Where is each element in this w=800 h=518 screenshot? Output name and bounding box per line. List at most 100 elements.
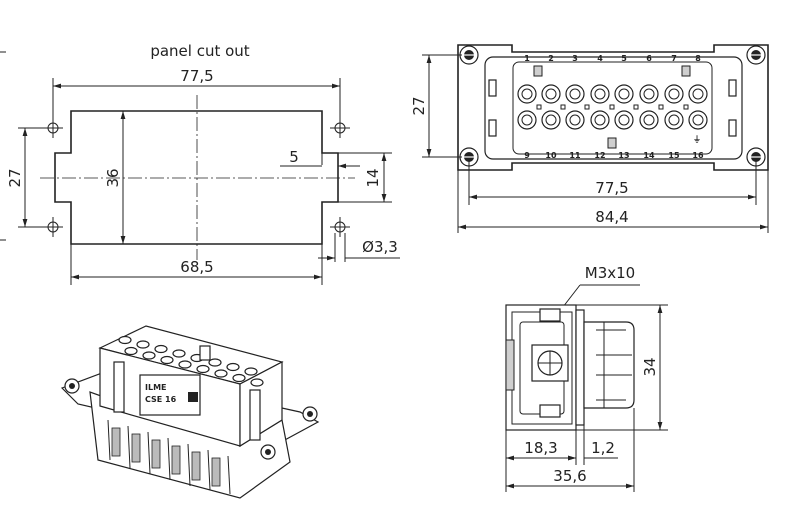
iso-contact	[214, 369, 228, 378]
contact-pin	[614, 110, 634, 130]
svg-text:12: 12	[594, 151, 605, 160]
iso-contact	[178, 360, 192, 369]
svg-text:7: 7	[671, 54, 677, 63]
iso-brand-label: ILME	[145, 383, 167, 392]
connector-side-view: M3x10 34 18,3	[505, 264, 668, 492]
contact-pin	[688, 84, 708, 104]
contact-pin	[541, 110, 561, 130]
dim-side-depth-18: 18,3	[524, 439, 557, 457]
iso-contact	[244, 367, 258, 376]
dim-notch-14: 14	[364, 168, 382, 187]
svg-text:11: 11	[569, 151, 581, 160]
coding-peg	[607, 137, 617, 149]
dim-cutout-height-27: 27	[6, 168, 24, 187]
svg-text:14: 14	[643, 151, 655, 160]
pin-separator	[609, 104, 615, 110]
svg-text:1: 1	[524, 54, 530, 63]
svg-text:5: 5	[621, 54, 627, 63]
iso-contact	[118, 335, 132, 345]
svg-text:6: 6	[646, 54, 652, 63]
svg-text:16: 16	[692, 151, 704, 160]
iso-contact	[172, 349, 186, 358]
connector-isometric-view: ILME CSE 16	[60, 325, 320, 499]
svg-text:15: 15	[668, 151, 680, 160]
contact-pin	[565, 110, 585, 130]
panel-cutout-title: panel cut out	[150, 42, 249, 60]
dim-front-width-84: 84,4	[595, 208, 628, 226]
contact-pin	[590, 110, 610, 130]
iso-contact	[142, 351, 156, 360]
contact-pin	[614, 84, 634, 104]
pin-separator	[633, 104, 639, 110]
bottom-pin-labels: 9 10 11 12 13 14 15 16	[524, 151, 704, 160]
panel-cutout-view: panel cut out 77,5 36 27	[0, 42, 400, 285]
svg-text:3: 3	[572, 54, 578, 63]
contact-pin-hole	[668, 114, 680, 126]
iso-contact	[226, 362, 240, 372]
svg-text:13: 13	[618, 151, 629, 160]
contact-pin-hole	[618, 114, 630, 126]
contact-pin	[565, 84, 585, 104]
contact-pin	[664, 110, 684, 130]
pin-separator	[584, 104, 590, 110]
contact-pin	[541, 84, 561, 104]
contact-pin	[639, 110, 659, 130]
iso-contact	[136, 340, 150, 349]
iso-contact	[124, 346, 138, 356]
svg-text:2: 2	[548, 54, 554, 63]
contact-pin-hole	[668, 88, 680, 100]
contact-pin-hole	[521, 114, 533, 126]
iso-contacts	[118, 335, 264, 387]
coding-peg	[533, 65, 543, 77]
pin-separator	[683, 104, 689, 110]
connector-front-view: 1 2 3 4 5 6 7 8 9 10 11 12 13 14 15 16 ⏚	[410, 44, 769, 233]
contact-pin-hole	[569, 114, 581, 126]
iso-contact	[250, 378, 264, 387]
dim-side-depth-35: 35,6	[553, 467, 586, 485]
screw-label: M3x10	[585, 264, 635, 282]
dim-hole-diameter: Ø3,3	[362, 238, 398, 256]
mounting-holes	[43, 118, 350, 237]
dim-notch-5: 5	[289, 148, 299, 166]
top-pin-labels: 1 2 3 4 5 6 7 8	[524, 54, 701, 63]
coding-peg	[681, 65, 691, 77]
contact-pin-hole	[643, 88, 655, 100]
contact-pin	[517, 84, 537, 104]
dim-side-offset: 1,2	[591, 439, 615, 457]
contact-pin	[590, 84, 610, 104]
cutout-outline	[54, 110, 339, 245]
iso-contact	[196, 364, 210, 374]
contact-pin	[517, 110, 537, 130]
iso-contact	[232, 373, 246, 383]
contact-pin-hole	[594, 114, 606, 126]
dim-cutout-height-36: 36	[104, 168, 122, 187]
dim-side-height-34: 34	[641, 357, 659, 376]
svg-text:4: 4	[597, 54, 603, 63]
contact-pin	[688, 110, 708, 130]
pin-separator	[658, 104, 664, 110]
dim-cutout-width-inner: 68,5	[180, 258, 213, 276]
contact-face	[583, 321, 635, 409]
contact-pin-hole	[521, 88, 533, 100]
contact-pin-hole	[594, 88, 606, 100]
iso-contact	[160, 355, 174, 365]
contact-pins	[517, 84, 708, 130]
iso-type-label: CSE 16	[145, 395, 177, 404]
contact-pin	[664, 84, 684, 104]
contact-pin	[639, 84, 659, 104]
ground-symbol: ⏚	[693, 135, 701, 144]
contact-pin-hole	[643, 114, 655, 126]
dim-cutout-width-outer: 77,5	[180, 67, 213, 85]
iso-label-plate	[139, 374, 201, 416]
contact-pin-hole	[569, 88, 581, 100]
svg-text:10: 10	[545, 151, 557, 160]
iso-contact	[154, 344, 168, 354]
dim-front-width-77: 77,5	[595, 179, 628, 197]
contact-pin-hole	[545, 114, 557, 126]
contact-pin-hole	[692, 88, 704, 100]
dim-front-height-27: 27	[410, 96, 428, 115]
contact-pin-hole	[618, 88, 630, 100]
pin-separator	[536, 104, 542, 110]
contact-pin-hole	[545, 88, 557, 100]
